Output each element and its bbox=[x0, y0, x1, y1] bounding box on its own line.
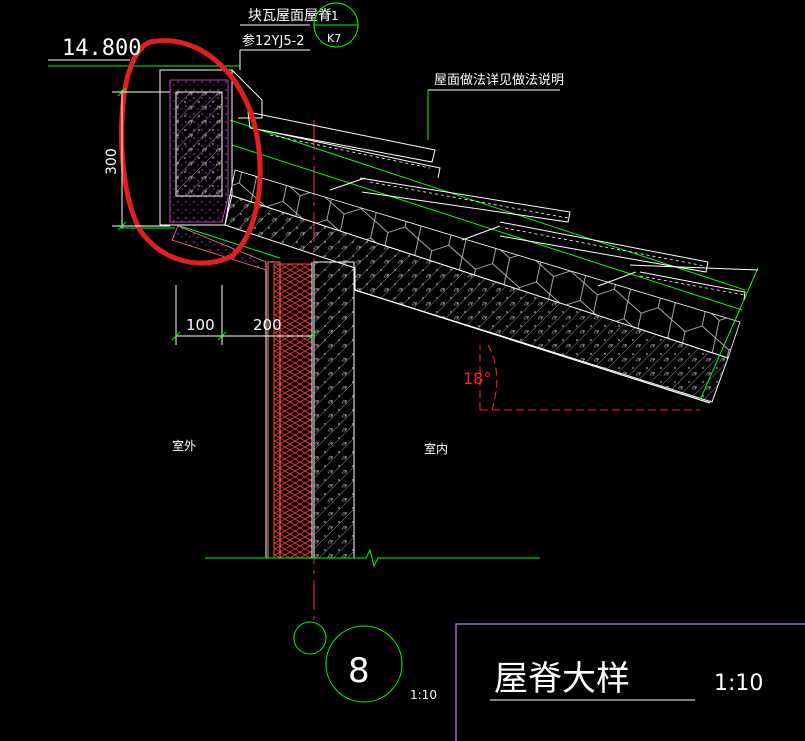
detail-marker: 8 1:10 bbox=[293, 621, 437, 703]
detail-scale-small: 1:10 bbox=[410, 688, 437, 702]
title-scale: 1:10 bbox=[714, 671, 763, 696]
title-block: 屋脊大样 1:10 bbox=[455, 623, 805, 741]
title-label: 屋脊大样 bbox=[494, 659, 630, 699]
ridge-ref-title: 块瓦屋面屋脊 bbox=[248, 8, 332, 24]
exterior-wall bbox=[265, 261, 313, 559]
roof-note-label: 屋面做法详见做法说明 bbox=[434, 73, 564, 88]
ground-break-line bbox=[205, 548, 540, 568]
ridge-reference: 块瓦屋面屋脊 参12YJ5-2 1 K7 bbox=[239, 2, 359, 70]
roof-note: 屋面做法详见做法说明 bbox=[427, 73, 564, 140]
elevation-mark: 14.800 bbox=[48, 36, 141, 61]
dim-right-label: 200 bbox=[253, 316, 282, 334]
elevation-label: 14.800 bbox=[62, 36, 141, 61]
slope-angle bbox=[479, 344, 700, 411]
concrete-column bbox=[313, 261, 355, 559]
parapet bbox=[159, 69, 267, 271]
waterproof-membranes bbox=[48, 65, 759, 401]
bottom-dimensions bbox=[171, 285, 317, 345]
roof-slab bbox=[224, 194, 729, 404]
ridge-ref-num: 1 bbox=[331, 9, 339, 23]
outside-label: 室外 bbox=[172, 438, 196, 453]
angle-label: 18° bbox=[463, 369, 491, 388]
highlight-annotation-circle bbox=[119, 38, 263, 266]
tile-ribs bbox=[269, 134, 746, 296]
height-dimension bbox=[112, 87, 170, 231]
dim-left-label: 100 bbox=[186, 316, 215, 334]
ridge-ref-sheet: K7 bbox=[327, 32, 341, 45]
dim-height-label: 300 bbox=[104, 148, 120, 175]
ridge-ref-atlas: 参12YJ5-2 bbox=[242, 33, 305, 49]
inside-label: 室内 bbox=[424, 441, 448, 456]
roof-tiles bbox=[247, 111, 759, 301]
detail-number: 8 bbox=[348, 651, 370, 691]
